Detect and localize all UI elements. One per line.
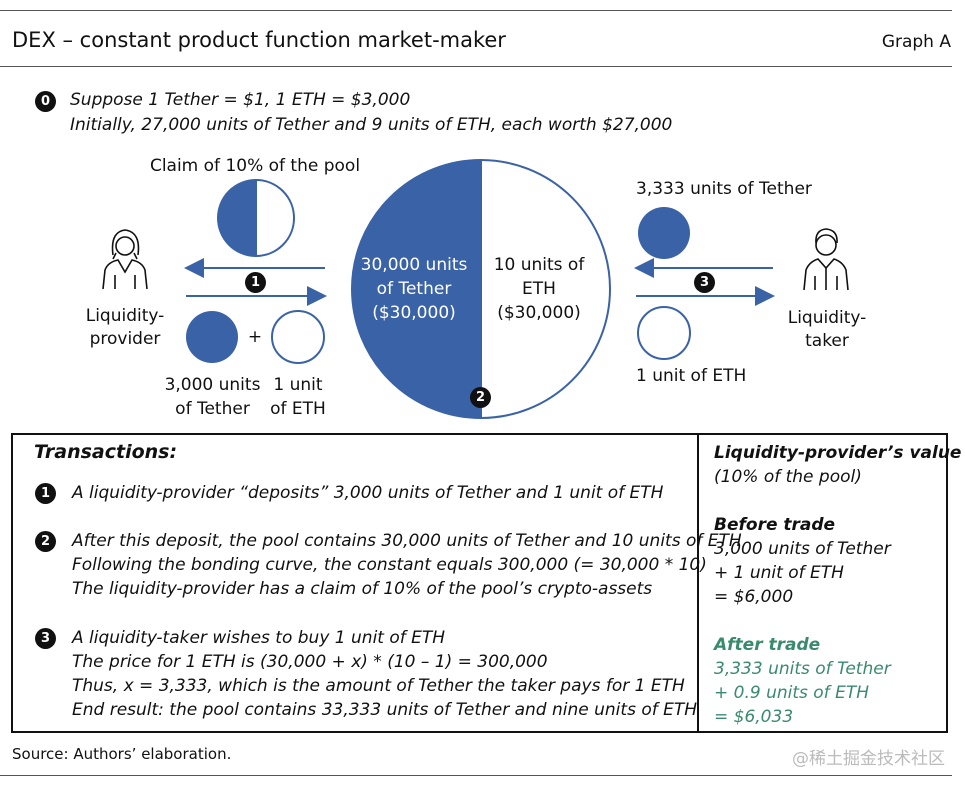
tx-badge-3: 3 [35,628,56,649]
plus-sign: + [247,327,263,347]
after-line: = $6,033 [714,707,794,727]
page-title: DEX – constant product function market-m… [12,28,506,52]
tx-item-1: A liquidity-provider “deposits” 3,000 un… [72,481,663,505]
taker-label-line-1: Liquidity- [787,308,867,328]
provider-label-line-2: provider [89,329,161,349]
box-divider [697,433,699,733]
tx-line: The price for 1 ETH is (30,000 + x) * (1… [72,652,548,672]
tx-line: Thus, x = 3,333, which is the amount of … [72,676,685,696]
provider-value-subheading: (10% of the pool) [714,467,862,487]
provider-value-heading: Liquidity-provider’s value [714,443,962,463]
after-line: 3,333 units of Tether [714,659,891,679]
tx-badge-1: 1 [35,483,56,504]
pool-tether-label-2: of Tether [376,279,452,299]
after-trade-heading: After trade [714,635,821,655]
provider-value-panel: Liquidity-provider’s value (10% of the p… [714,441,961,729]
pool-tether-label-3: ($30,000) [372,303,456,323]
watermark: @稀土掘金技术社区 [792,749,945,769]
step-badge-2: 2 [470,387,491,408]
deposit-eth-label-2: of ETH [270,399,326,419]
transactions-box [11,433,948,733]
tx-item-2: After this deposit, the pool contains 30… [72,529,742,601]
deposit-eth-label-1: 1 unit [273,375,323,395]
tx-line: A liquidity-taker wishes to buy 1 unit o… [72,628,446,648]
taker-eth-circle [637,306,691,360]
intro-line-1: Suppose 1 Tether = $1, 1 ETH = $3,000 [70,90,411,110]
tx-line: The liquidity-provider has a claim of 10… [72,579,653,599]
tx-line: After this deposit, the pool contains 30… [72,531,742,551]
before-line: = $6,000 [714,587,794,607]
tx-badge-2: 2 [35,531,56,552]
taker-label-line-2: taker [805,331,849,351]
provider-label-line-1: Liquidity- [85,306,165,326]
before-line: + 1 unit of ETH [714,563,844,583]
pool-tether-label-1: 30,000 units [360,255,468,275]
top-rule [0,10,952,11]
deposit-tether-circle [186,311,238,363]
bottom-rule [0,775,952,776]
step-badge-3: 3 [694,272,715,293]
intro-line-2: Initially, 27,000 units of Tether and 9 … [70,115,673,135]
pool-eth-label-1: 10 units of [493,255,585,275]
taker-tether-circle [638,207,690,259]
graph-label: Graph A [881,32,951,52]
claim-label: Claim of 10% of the pool [149,156,361,176]
before-trade-heading: Before trade [714,515,836,535]
taker-pays-label: 3,333 units of Tether [636,179,812,199]
transactions-heading: Transactions: [34,441,178,463]
before-line: 3,000 units of Tether [714,539,891,559]
claim-circle [217,179,295,257]
tx-line: A liquidity-provider “deposits” 3,000 un… [72,483,664,503]
deposit-tether-label-1: 3,000 units [164,375,261,395]
step-badge-1: 1 [245,272,266,293]
female-person-icon [102,229,148,290]
source-note: Source: Authors’ elaboration. [12,745,232,763]
deposit-eth-circle [271,310,325,364]
pool-eth-label-2: ETH [522,279,556,299]
pool-circle [351,159,611,419]
after-line: + 0.9 units of ETH [714,683,869,703]
tx-line: Following the bonding curve, the constan… [72,555,707,575]
deposit-tether-label-2: of Tether [175,399,250,419]
step-badge-0: 0 [35,91,56,112]
pool-eth-label-3: ($30,000) [497,303,581,323]
tx-line: End result: the pool contains 33,333 uni… [72,700,698,720]
tx-item-3: A liquidity-taker wishes to buy 1 unit o… [72,626,697,722]
taker-gets-label: 1 unit of ETH [636,366,747,386]
male-person-icon [803,228,849,291]
header-rule [0,66,952,67]
